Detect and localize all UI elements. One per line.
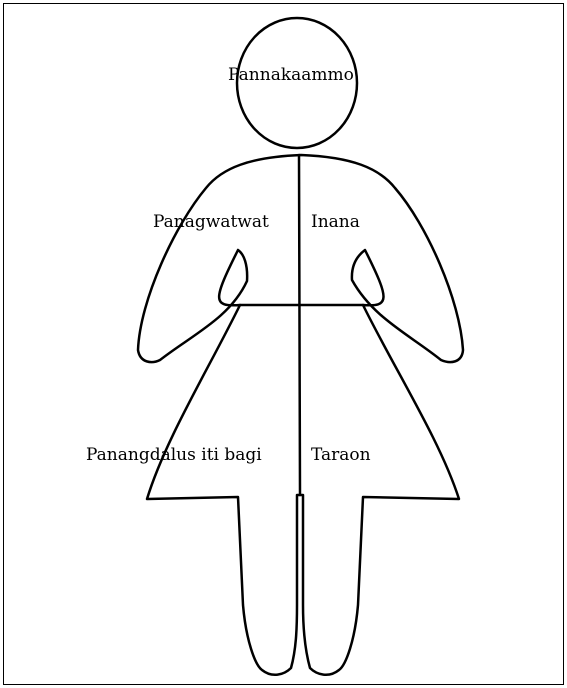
right-lower-label: Taraon <box>311 445 371 465</box>
left-lower-label: Panangdalus iti bagi <box>86 445 262 465</box>
left-upper-label: Panagwatwat <box>153 212 269 232</box>
head-label: Pannakaammo <box>228 65 354 85</box>
right-upper-label: Inana <box>311 212 360 232</box>
center-divider <box>299 155 300 495</box>
